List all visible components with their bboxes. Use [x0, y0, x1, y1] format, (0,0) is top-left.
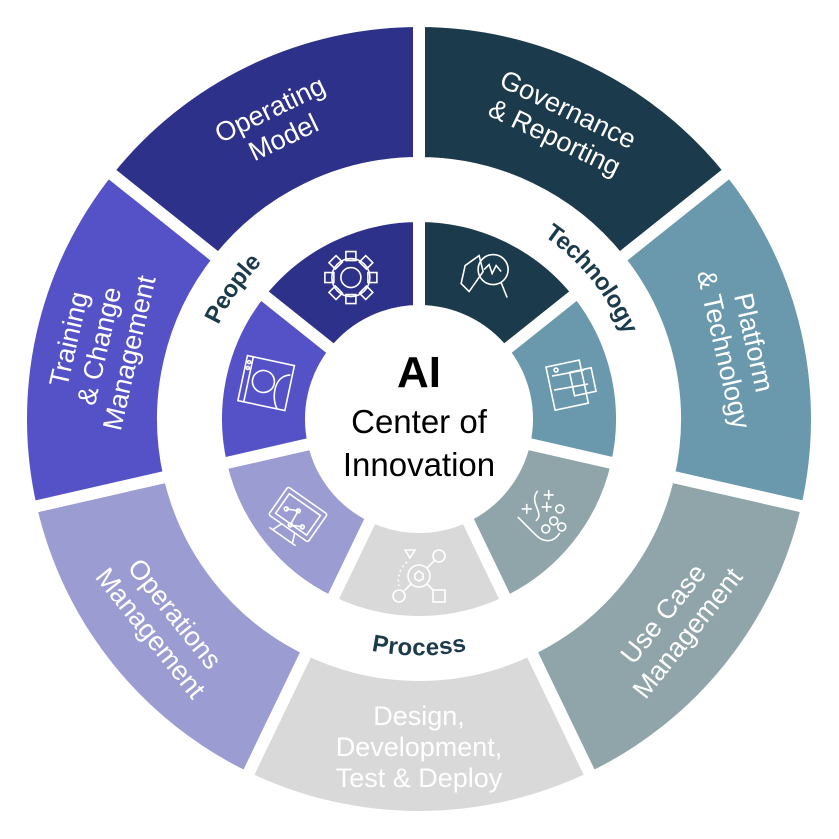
segment-operating-model: OperatingModel	[99, 14, 425, 268]
category-label-text: Process	[370, 630, 468, 661]
chart-magnifier-icon	[460, 253, 509, 298]
center-line-2: Innovation	[343, 446, 495, 483]
gear-icon	[324, 250, 378, 305]
center-hub: AI Center of Innovation	[309, 309, 529, 529]
segment-label-line: Test & Deploy	[336, 763, 503, 793]
center-line-1: Center of	[351, 403, 488, 440]
center-title: AI	[397, 348, 441, 397]
network-hub-icon	[392, 549, 446, 603]
outer-sector	[99, 14, 425, 268]
segment-governance-reporting: Governance& Reporting	[413, 14, 739, 268]
monitor-graph-icon	[268, 486, 328, 547]
center-circle	[309, 309, 529, 529]
segment-use-case-management: Use CaseManagement	[522, 468, 815, 786]
segment-label-line: Development,	[336, 732, 503, 762]
segment-label: Design,Development,Test & Deploy	[336, 701, 503, 793]
profile-window-icon	[236, 354, 296, 412]
segment-label-line: Design,	[373, 701, 465, 731]
strategy-play-icon	[517, 489, 567, 542]
stacked-windows-icon	[545, 359, 598, 412]
category-label-process: Process	[370, 630, 468, 661]
